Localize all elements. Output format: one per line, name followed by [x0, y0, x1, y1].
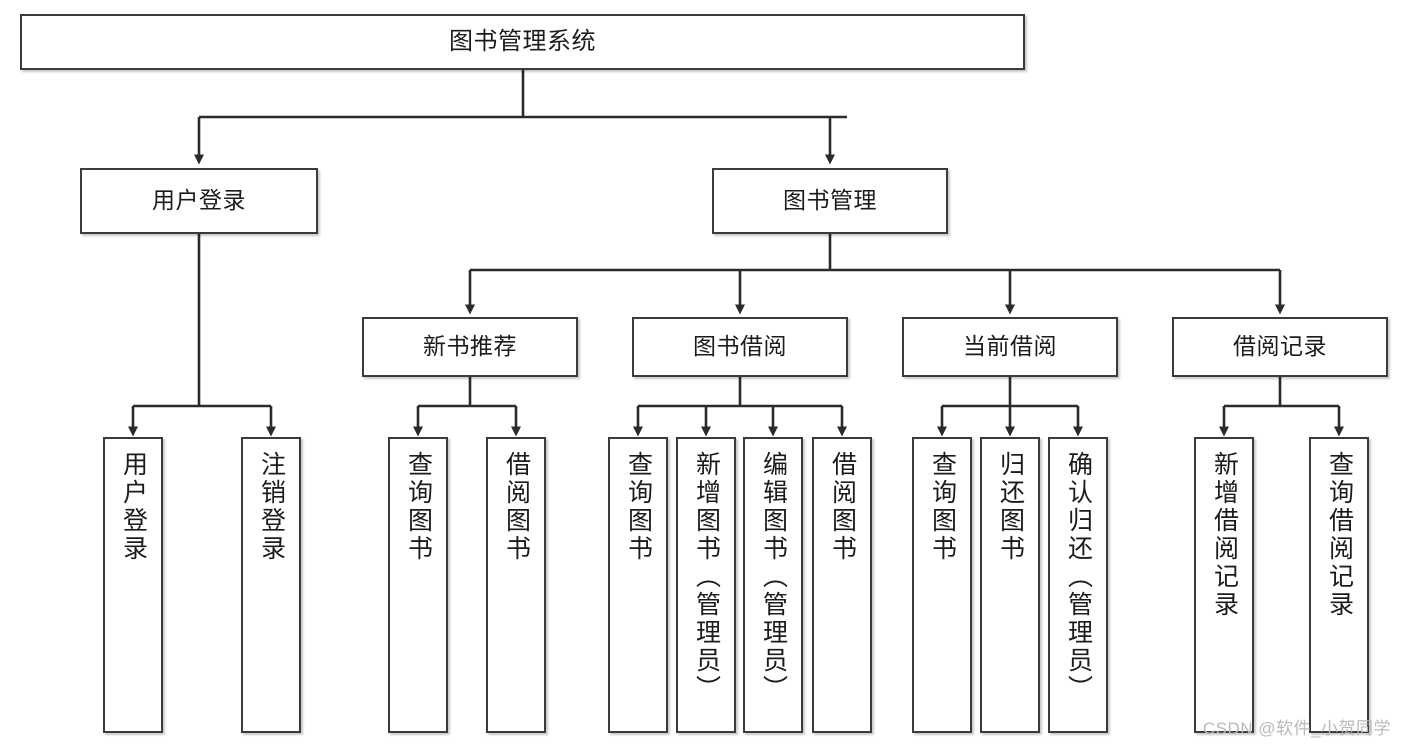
- watermark: CSDN @软件_小贺同学: [1202, 719, 1391, 738]
- node-label: 新增借阅记录: [1210, 451, 1239, 619]
- node-label: 用户登录: [152, 187, 246, 214]
- node-current-borrow[interactable]: 当前借阅: [902, 317, 1118, 377]
- node-label: 新书推荐: [423, 333, 517, 360]
- node-label: 确认归还（管理员）: [1064, 451, 1093, 703]
- leaf-add-book-admin[interactable]: 新增图书（管理员）: [676, 437, 736, 733]
- node-label: 新增图书（管理员）: [692, 451, 721, 703]
- node-label: 查询借阅记录: [1325, 451, 1354, 619]
- node-label: 借阅图书: [828, 451, 857, 563]
- leaf-add-borrow-record[interactable]: 新增借阅记录: [1194, 437, 1254, 733]
- node-label: 借阅图书: [502, 451, 531, 563]
- node-book-management[interactable]: 图书管理: [712, 168, 948, 234]
- node-label: 查询图书: [624, 451, 653, 563]
- node-new-book-recommend[interactable]: 新书推荐: [362, 317, 578, 377]
- leaf-borrow-book-recommend[interactable]: 借阅图书: [486, 437, 546, 733]
- leaf-borrow-book[interactable]: 借阅图书: [812, 437, 872, 733]
- leaf-query-borrow-record[interactable]: 查询借阅记录: [1309, 437, 1369, 733]
- node-label: 归还图书: [996, 451, 1025, 563]
- leaf-query-book-current[interactable]: 查询图书: [912, 437, 972, 733]
- leaf-query-book-borrow[interactable]: 查询图书: [608, 437, 668, 733]
- node-label: 编辑图书（管理员）: [759, 451, 788, 703]
- leaf-confirm-return-admin[interactable]: 确认归还（管理员）: [1048, 437, 1108, 733]
- leaf-user-login[interactable]: 用户登录: [103, 437, 163, 733]
- node-book-borrow[interactable]: 图书借阅: [632, 317, 848, 377]
- node-borrow-record[interactable]: 借阅记录: [1172, 317, 1388, 377]
- node-label: 图书管理: [783, 187, 877, 214]
- node-root-system[interactable]: 图书管理系统: [20, 14, 1025, 70]
- node-label: 借阅记录: [1233, 333, 1327, 360]
- node-label: 注销登录: [257, 451, 286, 563]
- node-label: 用户登录: [119, 451, 148, 563]
- leaf-logout[interactable]: 注销登录: [241, 437, 301, 733]
- leaf-edit-book-admin[interactable]: 编辑图书（管理员）: [743, 437, 803, 733]
- node-label: 查询图书: [928, 451, 957, 563]
- leaf-query-book-recommend[interactable]: 查询图书: [388, 437, 448, 733]
- node-label: 图书借阅: [693, 333, 787, 360]
- node-label: 当前借阅: [963, 333, 1057, 360]
- node-label: 图书管理系统: [449, 27, 596, 55]
- leaf-return-book[interactable]: 归还图书: [980, 437, 1040, 733]
- node-label: 查询图书: [404, 451, 433, 563]
- node-user-login[interactable]: 用户登录: [80, 168, 318, 234]
